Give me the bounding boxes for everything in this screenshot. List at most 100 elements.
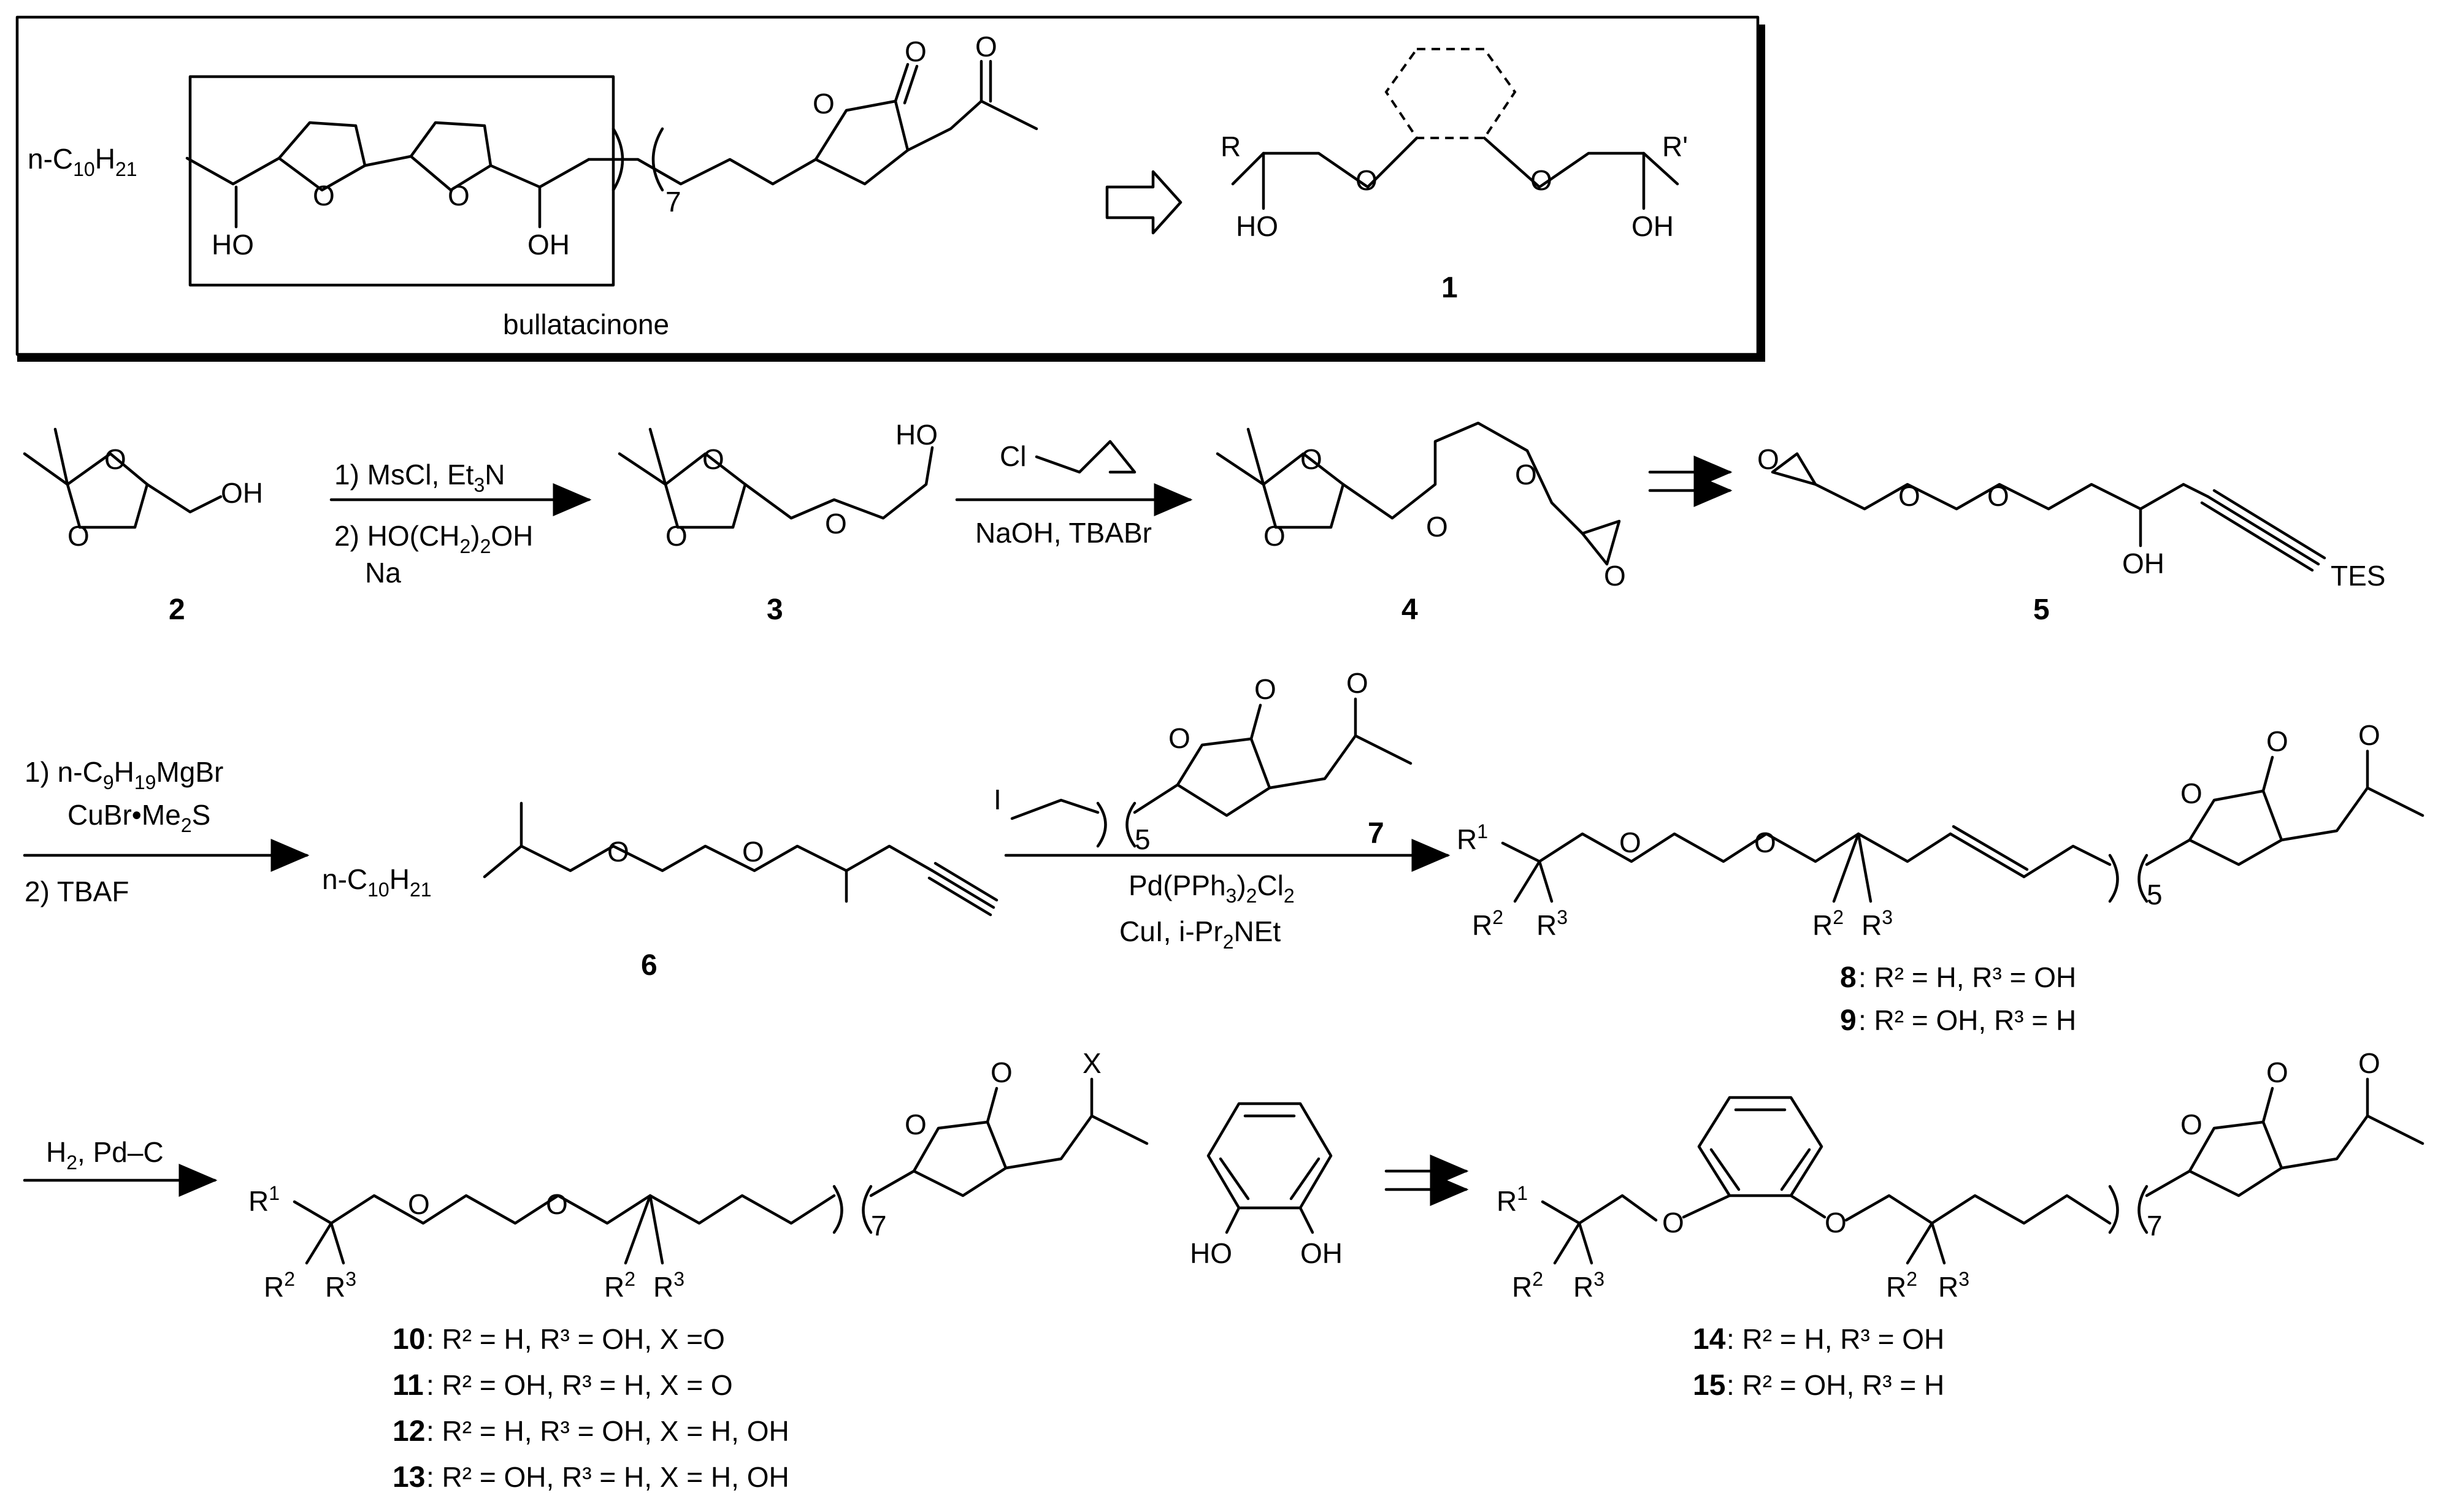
- bullatacinone-structure: n-C10H21 HO O O OH 7 O O: [28, 31, 1038, 340]
- svg-text:: R² = H, R³ = OH, X = H, OH: : R² = H, R³ = OH, X = H, OH: [426, 1415, 789, 1447]
- svg-text:O: O: [1254, 673, 1276, 705]
- svg-text:Na: Na: [365, 557, 401, 589]
- svg-text:: R² = H, R³ = OH: : R² = H, R³ = OH: [1727, 1323, 1944, 1355]
- compound-9-label: 9: [1840, 1004, 1857, 1037]
- svg-text:O: O: [975, 31, 997, 63]
- svg-text:NaOH, TBABr: NaOH, TBABr: [975, 517, 1152, 549]
- compound-8-desc: : R² = H, R³ = OH: [1858, 961, 2076, 993]
- svg-text:O: O: [67, 520, 90, 552]
- svg-text:n-C10H21: n-C10H21: [322, 863, 432, 901]
- svg-text:R2: R2: [604, 1268, 635, 1303]
- svg-text:: R² = OH, R³ = H, X = O: : R² = OH, R³ = H, X = O: [426, 1369, 733, 1401]
- svg-text:O: O: [1346, 667, 1368, 699]
- svg-text:n-C10H21: n-C10H21: [28, 143, 137, 180]
- compound-2: O O OH 2: [23, 427, 263, 626]
- svg-text:5: 5: [1135, 823, 1151, 855]
- svg-text:O: O: [1754, 827, 1776, 858]
- svg-text:OH: OH: [1300, 1237, 1343, 1269]
- row-1: O O OH 2 1) MsCl, Et3N 2) HO(CH2)2OH Na …: [23, 419, 2385, 626]
- svg-text:R1: R1: [1497, 1182, 1528, 1217]
- svg-text:O: O: [1530, 164, 1552, 196]
- svg-text:O: O: [2180, 1109, 2202, 1140]
- compound-1-label: 1: [1441, 272, 1458, 304]
- compound-11-label: 11: [393, 1369, 424, 1402]
- svg-text:O: O: [1757, 443, 1779, 475]
- svg-text:O: O: [825, 508, 847, 540]
- svg-text:HO: HO: [1190, 1237, 1232, 1269]
- row-2: 1) n-C9H19MgBr CuBr•Me2S 2) TBAF n-C10H2…: [23, 667, 2425, 1037]
- compound-10-label: 10: [393, 1323, 425, 1356]
- svg-text:OH: OH: [527, 229, 570, 261]
- svg-text:R2: R2: [264, 1268, 295, 1303]
- compound-2-label: 2: [169, 594, 185, 626]
- svg-text:O: O: [702, 443, 724, 475]
- svg-text:: R² = OH, R³ = H: : R² = OH, R³ = H: [1727, 1369, 1944, 1401]
- svg-text:O: O: [905, 36, 927, 67]
- svg-text:2) HO(CH2)2OH: 2) HO(CH2)2OH: [334, 520, 533, 557]
- svg-text:O: O: [1662, 1207, 1684, 1239]
- svg-text:HO: HO: [212, 229, 254, 261]
- svg-text:2) TBAF: 2) TBAF: [25, 876, 129, 907]
- svg-text:1) n-C9H19MgBr: 1) n-C9H19MgBr: [25, 756, 223, 793]
- compound-3: O O O HO 3: [618, 419, 938, 626]
- svg-text:7: 7: [665, 186, 681, 218]
- svg-text:O: O: [1604, 560, 1626, 592]
- svg-text:R3: R3: [1573, 1268, 1604, 1303]
- svg-text:R2: R2: [1512, 1268, 1543, 1303]
- svg-text:O: O: [1619, 827, 1641, 858]
- svg-text:R2: R2: [1812, 906, 1844, 941]
- compound-14-label: 14: [1693, 1323, 1726, 1356]
- reagent-7: I 5 O O O 7: [994, 667, 1413, 855]
- svg-text:O: O: [1300, 443, 1322, 475]
- svg-text:O: O: [1987, 480, 2009, 512]
- svg-text:OH: OH: [2122, 548, 2164, 579]
- svg-text:TES: TES: [2331, 560, 2385, 592]
- svg-text:R3: R3: [1536, 906, 1568, 941]
- svg-text:: R² = H, R³ = OH, X =O: : R² = H, R³ = OH, X =O: [426, 1323, 725, 1355]
- svg-text:HO: HO: [895, 419, 938, 451]
- svg-text:Pd(PPh3)2Cl2: Pd(PPh3)2Cl2: [1129, 869, 1295, 907]
- compound-6-label: 6: [641, 949, 657, 982]
- svg-text:H2, Pd–C: H2, Pd–C: [46, 1136, 164, 1174]
- compound-3-label: 3: [767, 594, 783, 626]
- svg-text:O: O: [607, 836, 629, 868]
- svg-text:O: O: [104, 443, 126, 475]
- svg-text:7: 7: [871, 1210, 887, 1242]
- compound-8-label: 8: [1840, 961, 1857, 994]
- svg-text:X: X: [1083, 1047, 1102, 1079]
- compound-13-label: 13: [393, 1461, 425, 1494]
- svg-text:OH: OH: [221, 477, 263, 509]
- compound-12-label: 12: [393, 1415, 425, 1448]
- svg-text:O: O: [1168, 722, 1190, 754]
- svg-text:Cl: Cl: [1000, 440, 1026, 472]
- svg-text:: R² = OH, R³ = H, X = H, OH: : R² = OH, R³ = H, X = H, OH: [426, 1461, 789, 1493]
- svg-text:O: O: [2180, 777, 2202, 809]
- svg-text:R2: R2: [1472, 906, 1503, 941]
- svg-text:O: O: [2266, 1056, 2288, 1088]
- svg-text:R: R: [1221, 131, 1241, 162]
- svg-text:O: O: [313, 180, 335, 212]
- catechol: HO OH: [1190, 1102, 1343, 1269]
- svg-text:7: 7: [2147, 1210, 2163, 1242]
- svg-text:R3: R3: [653, 1268, 684, 1303]
- svg-text:R3: R3: [1861, 906, 1893, 941]
- compound-14-15: R1 R2 R3 O O R2 R3 7 O O: [1497, 1047, 2425, 1402]
- compound-5: O O O OH TES 5: [1757, 443, 2385, 626]
- row-3: H2, Pd–C R1 R2 R3 O O R2 R3 7 O O X: [23, 1047, 2425, 1494]
- compound-7-label: 7: [1368, 817, 1384, 850]
- svg-text:O: O: [991, 1056, 1013, 1088]
- svg-text:O: O: [1263, 520, 1286, 552]
- svg-text:CuI, i-Pr2NEt: CuI, i-Pr2NEt: [1119, 915, 1281, 953]
- svg-text:R1: R1: [248, 1182, 280, 1217]
- compound-6: n-C10H21 O O 6: [322, 801, 999, 982]
- svg-text:1) MsCl, Et3N: 1) MsCl, Et3N: [334, 459, 505, 496]
- svg-text:O: O: [665, 520, 688, 552]
- svg-text:OH: OH: [1631, 210, 1674, 242]
- svg-text:O: O: [2358, 719, 2380, 751]
- compound-5-label: 5: [2033, 594, 2050, 626]
- svg-text:O: O: [1426, 511, 1448, 543]
- svg-text:R': R': [1662, 131, 1688, 162]
- svg-text:O: O: [742, 836, 764, 868]
- svg-text:O: O: [1825, 1207, 1847, 1239]
- core-highlight-box: [188, 75, 615, 287]
